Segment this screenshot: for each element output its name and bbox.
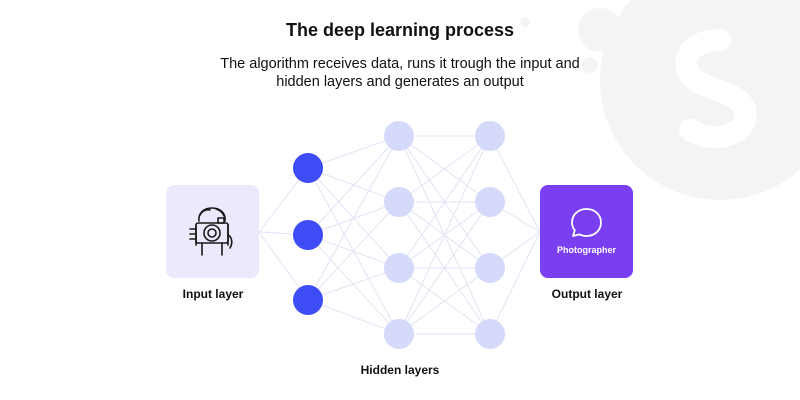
chat-bubble-icon [571,208,602,237]
connection-line [398,135,491,269]
connection-line [307,135,400,169]
hidden-node [384,253,414,283]
photographer-icon [189,207,233,256]
connection-line [307,267,400,301]
subtitle-line-2: hidden layers and generates an output [276,74,524,90]
subtitle-line-1: The algorithm receives data, runs it tro… [220,56,580,72]
output-layer-label: Output layer [551,287,623,301]
connection-line [398,135,491,335]
network-nodes [293,121,505,349]
connection-line [489,231,541,335]
hidden-node [475,121,505,151]
hidden-node [384,319,414,349]
hidden-node [475,253,505,283]
connection-line [489,135,541,233]
connection-lines [258,135,541,335]
input-layer-box [166,185,259,278]
hidden-node [384,121,414,151]
connection-line [398,135,491,203]
input-node [293,285,323,315]
input-node [293,153,323,183]
hidden-node [475,187,505,217]
input-layer-label: Input layer [182,287,244,301]
hidden-node [384,187,414,217]
hidden-node [475,319,505,349]
connection-line [307,299,400,335]
input-node [293,220,323,250]
output-text: Photographer [556,245,616,255]
connection-line [398,201,491,335]
connection-line [307,201,400,301]
connection-line [307,135,400,236]
hidden-layers-label: Hidden layers [360,363,440,377]
connection-line [398,267,491,335]
diagram-title: The deep learning process [285,20,515,40]
diagram-subtitle: The algorithm receives data, runs it tro… [190,55,610,91]
output-layer-box: Photographer [540,185,633,278]
connection-line [307,135,400,301]
